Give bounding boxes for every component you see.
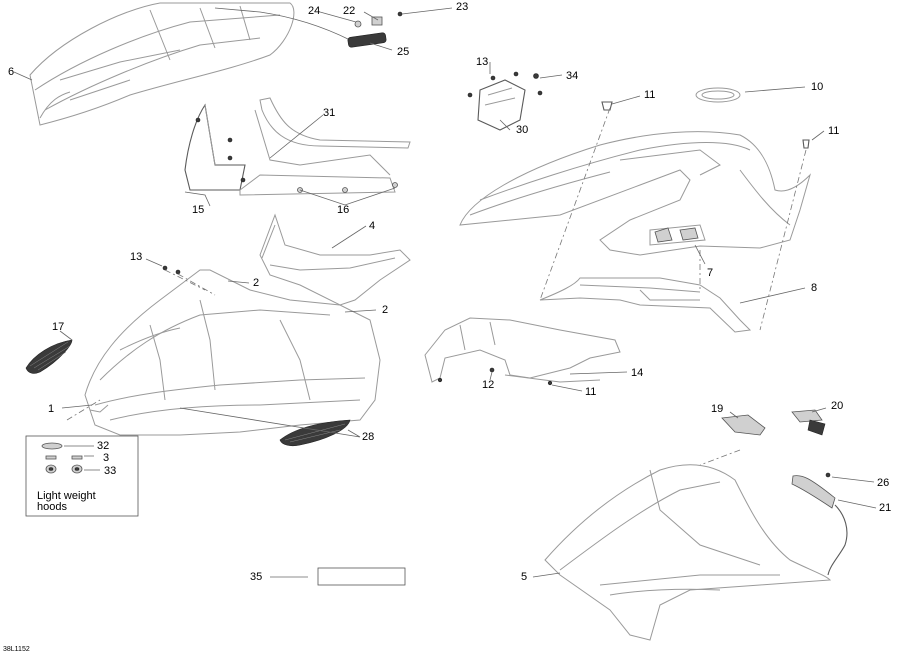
callout-12: 12 — [482, 379, 494, 391]
callout-13-top: 13 — [476, 56, 488, 68]
part-7-console — [459, 131, 812, 256]
callout-33: 33 — [104, 465, 116, 477]
note-line-2: hoods — [37, 501, 67, 513]
part-35-box — [317, 567, 406, 586]
callout-16: 16 — [337, 204, 349, 216]
callout-26: 26 — [877, 477, 889, 489]
callout-labels: 6 24 22 23 25 31 15 16 13 34 30 11 10 11… — [8, 1, 891, 583]
part-14-support — [424, 317, 621, 386]
callout-1: 1 — [48, 403, 54, 415]
callout-13-hood: 13 — [130, 251, 142, 263]
part-4-deflector — [259, 213, 411, 306]
part-30-module — [467, 71, 543, 131]
callout-35: 35 — [250, 571, 262, 583]
callout-2-b: 2 — [382, 304, 388, 316]
callout-11-a: 11 — [644, 89, 655, 101]
callout-10: 10 — [811, 81, 823, 93]
parts-19-21-handles — [721, 409, 848, 576]
part-5-side-panel — [544, 464, 832, 641]
callout-24: 24 — [308, 5, 320, 17]
callout-25: 25 — [397, 46, 409, 58]
callout-21: 21 — [879, 502, 891, 514]
callout-7: 7 — [707, 267, 713, 279]
callout-31: 31 — [323, 107, 335, 119]
callout-4: 4 — [369, 220, 375, 232]
callout-28: 28 — [362, 431, 374, 443]
part-10-gasket — [695, 87, 741, 103]
callout-20: 20 — [831, 400, 843, 412]
callout-8: 8 — [811, 282, 817, 294]
callout-17: 17 — [52, 321, 64, 333]
callout-3: 3 — [103, 452, 109, 464]
drawing-code: 38L1152 — [3, 646, 30, 653]
callout-30: 30 — [516, 124, 528, 136]
part-11-screws — [601, 101, 810, 149]
callout-34: 34 — [566, 70, 578, 82]
callout-22: 22 — [343, 5, 355, 17]
callout-6: 6 — [8, 66, 14, 78]
callout-2-a: 2 — [253, 277, 259, 289]
callout-32: 32 — [97, 440, 109, 452]
note-line-1: Light weight — [37, 490, 96, 502]
part-28-vent — [279, 419, 351, 447]
part-8-tray — [539, 277, 752, 333]
part-1-hood — [84, 269, 381, 436]
part-17-vent — [25, 339, 73, 374]
callout-11-c: 11 — [585, 386, 596, 398]
callout-11-b: 11 — [828, 125, 839, 137]
callout-14: 14 — [631, 367, 643, 379]
callout-15: 15 — [192, 204, 204, 216]
light-weight-inset — [25, 435, 139, 517]
part-13-screws — [162, 265, 216, 296]
parts-22-25-sensor — [347, 11, 403, 48]
part-31-bracket — [184, 97, 411, 206]
callout-19: 19 — [711, 403, 723, 415]
callout-23: 23 — [456, 1, 468, 13]
leader-lines — [13, 7, 877, 578]
assembly-centerlines — [66, 107, 807, 466]
callout-5: 5 — [521, 571, 527, 583]
part-6-windshield — [29, 2, 351, 126]
